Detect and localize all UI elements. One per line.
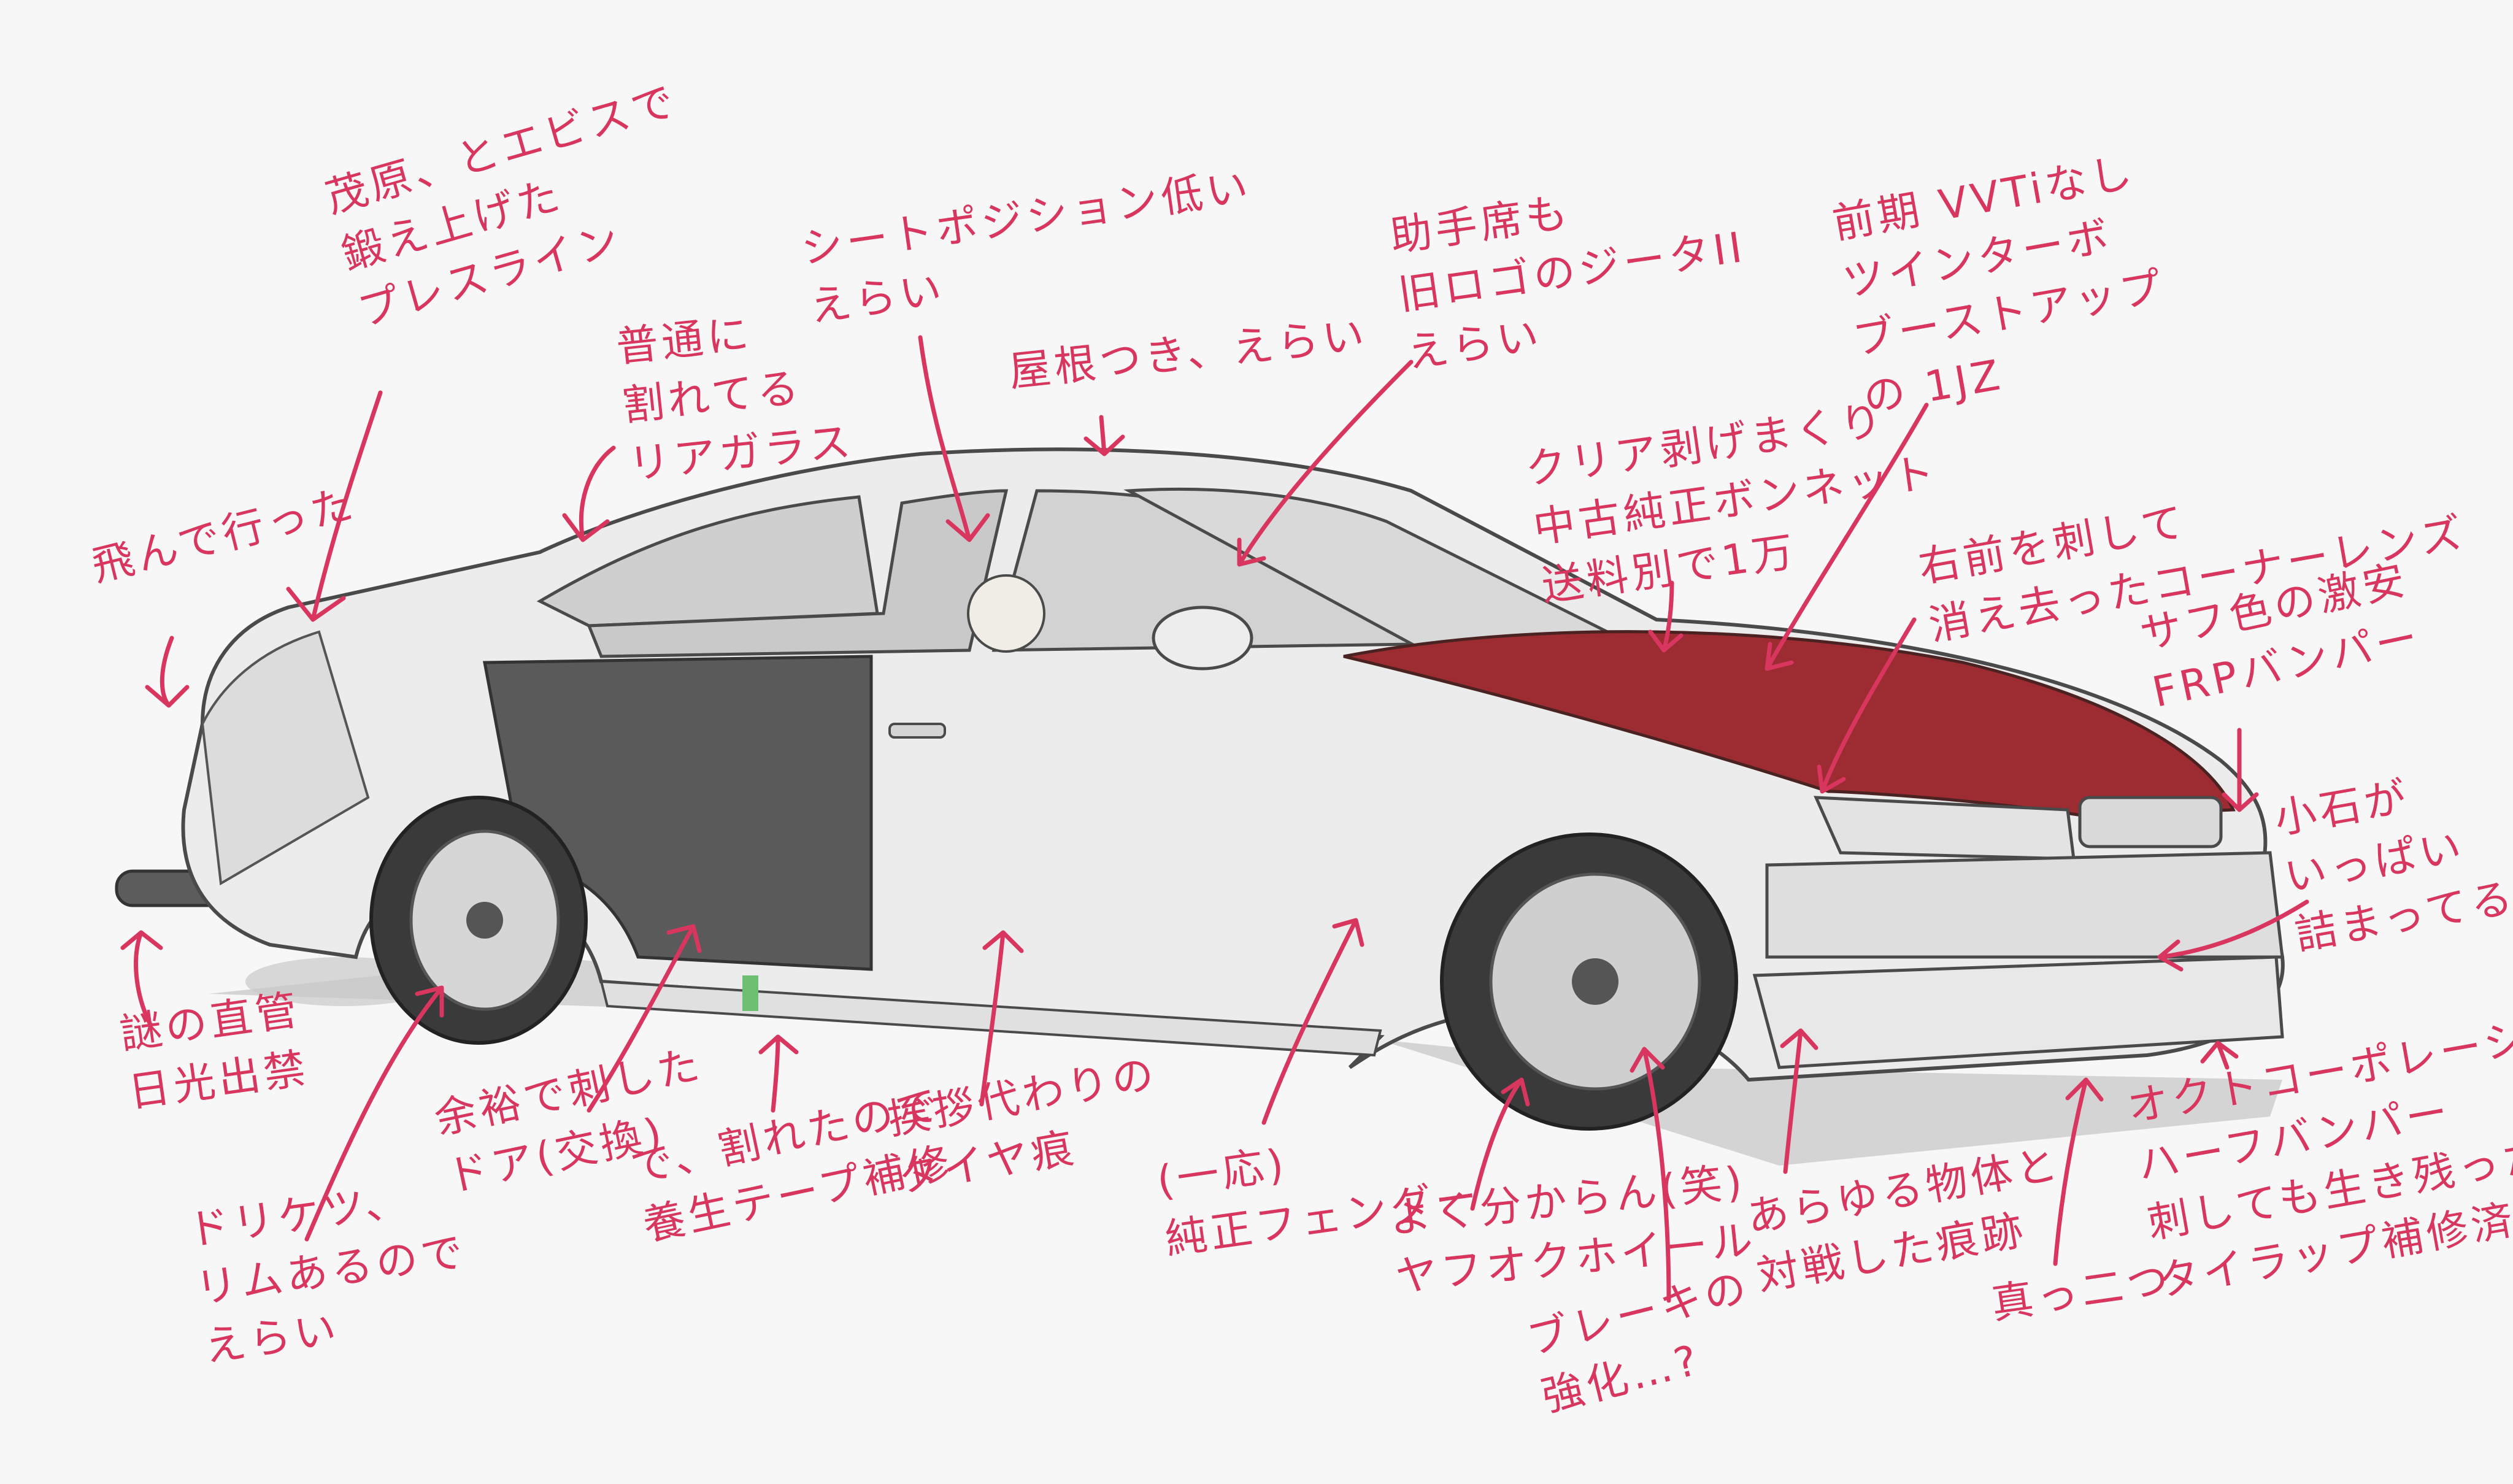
arrow-brake [1630,1047,1671,1303]
arrow-bonnet [1648,580,1684,653]
rear-window [536,495,879,628]
arrow-engine [1764,402,1929,671]
arrow-seat [918,335,990,542]
note-drift-rim: ドリケツ、 リムあるので えらい [185,1176,470,1372]
arrow-tape [758,1034,799,1113]
arrow-flew-away [145,636,190,708]
rear-wheel [369,796,588,1045]
arrow-passenger [1237,359,1414,567]
arrow-roof [1083,415,1125,456]
arrow-impact [1780,1028,1818,1174]
arrow-tire-marks [979,930,1024,1107]
grille [2078,796,2223,848]
note-pebbles: 小石が いっぱい 詰まってる [2271,772,2513,960]
driver-head [967,574,1045,653]
green-tape [742,975,758,1011]
half-bumper-lip [1752,955,2284,1069]
crumpled-rear-quarter [201,630,370,886]
side-window-rear [587,489,1009,658]
arrow-half-bumper [2200,1040,2239,1070]
arrow-spare-door [587,924,702,1113]
arrow-press-line [286,390,383,622]
arrow-corner-lens [1817,617,1917,794]
arrow-drift-rim [304,985,444,1242]
arrow-fender [1261,918,1364,1125]
arrow-wheel [1470,1077,1530,1211]
arrow-frp-bumper [2222,728,2259,812]
arrow-mystery-pipe [120,930,163,1027]
front-wheel [1440,832,1738,1131]
note-mystery-pipe: 謎の直管 日光出禁 [117,985,312,1118]
arrow-pebbles [2157,899,2309,972]
door-handle [888,723,946,739]
arrow-split [2053,1077,2104,1266]
front-bumper [1765,851,2284,959]
side-mirror [1152,606,1253,671]
arrow-cracked-glass [562,445,616,542]
